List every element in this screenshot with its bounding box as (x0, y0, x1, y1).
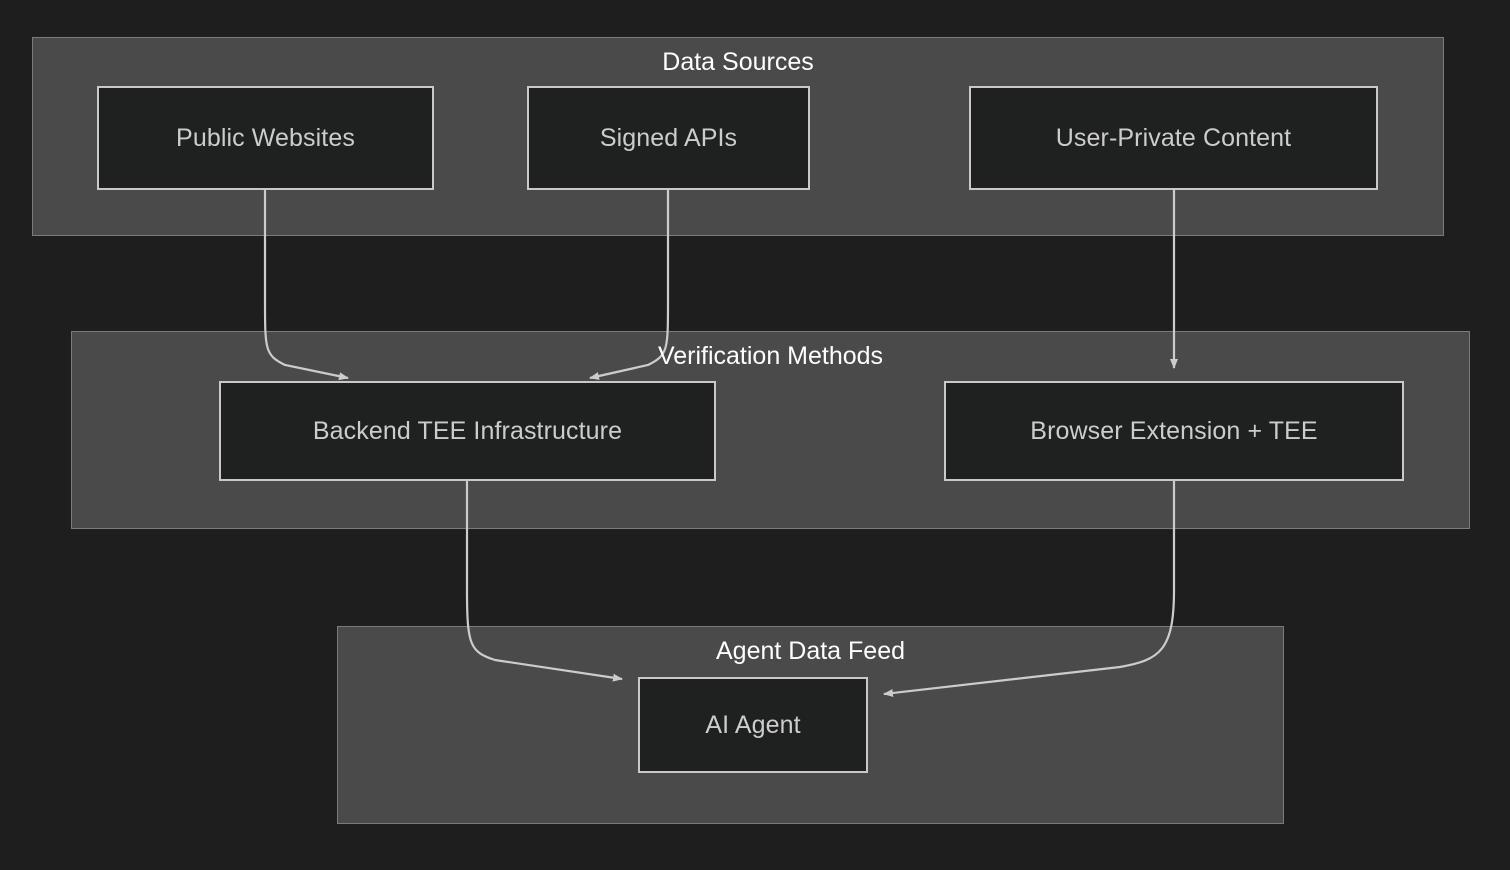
cluster-title-agent-data-feed: Agent Data Feed (715, 637, 905, 665)
cluster-title-verification-methods: Verification Methods (657, 342, 884, 370)
node-backend-tee-infrastructure[interactable]: Backend TEE Infrastructure (219, 381, 716, 481)
node-ai-agent[interactable]: AI Agent (638, 677, 868, 773)
node-browser-extension-tee[interactable]: Browser Extension + TEE (944, 381, 1404, 481)
node-user-private-content[interactable]: User-Private Content (969, 86, 1378, 190)
node-signed-apis[interactable]: Signed APIs (527, 86, 810, 190)
node-public-websites[interactable]: Public Websites (97, 86, 434, 190)
cluster-title-data-sources: Data Sources (662, 48, 814, 76)
